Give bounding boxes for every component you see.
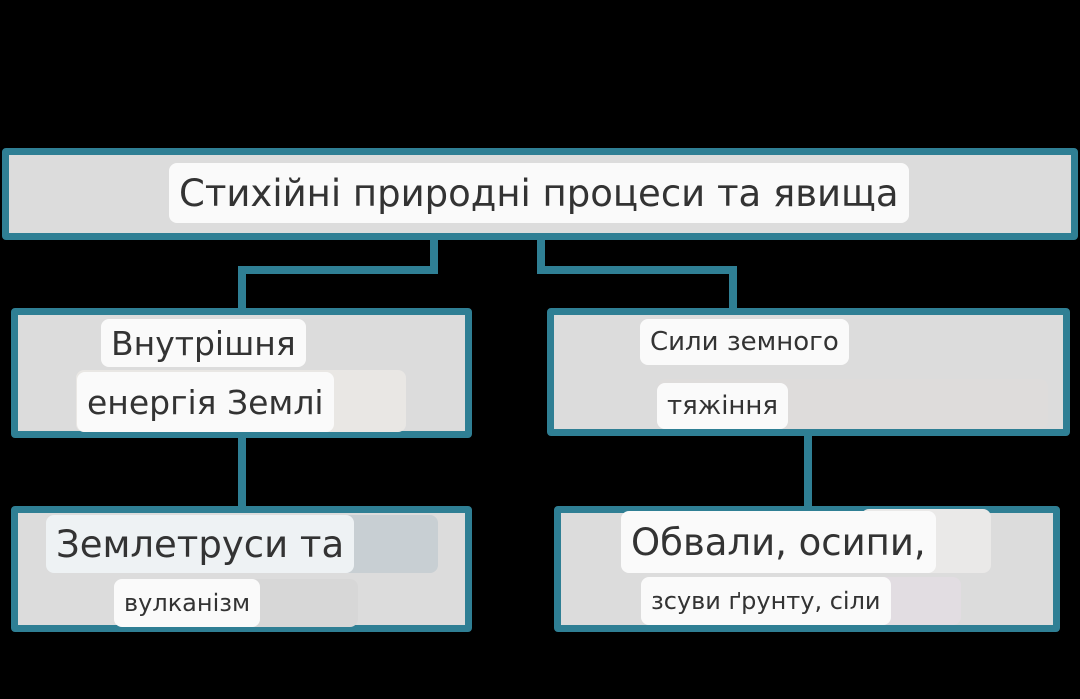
connector-top-left-vertical [430, 238, 438, 272]
connector-top-right-horizontal [537, 266, 737, 274]
left-cause-line2: енергія Землі [77, 372, 334, 432]
connector-top-right-vertical [537, 238, 545, 274]
left-effect-box: Землетруси та вулканізм [11, 506, 472, 632]
connector-right-lower [804, 434, 812, 510]
right-effect-line2: зсуви ґрунту, сіли [641, 577, 891, 625]
connector-left-drop [238, 266, 246, 314]
left-effect-line1: Землетруси та [46, 515, 355, 573]
left-cause-line1: Внутрішня [101, 319, 306, 367]
root-title: Стихійні природні процеси та явища [169, 163, 909, 223]
right-effect-line1: Обвали, осипи, [621, 511, 936, 573]
root-box: Стихійні природні процеси та явища [2, 148, 1078, 240]
connector-top-left-horizontal [238, 266, 438, 274]
left-effect-line2: вулканізм [114, 579, 261, 627]
right-effect-box: Обвали, осипи, зсуви ґрунту, сіли [554, 506, 1060, 632]
connector-right-drop [729, 266, 737, 314]
right-cause-line2: тяжіння [657, 383, 789, 429]
connector-left-lower [238, 434, 246, 510]
right-cause-line1: Сили земного [640, 319, 849, 365]
left-cause-box: Внутрішня енергія Землі [11, 308, 472, 438]
right-cause-box: Сили земного тяжіння [547, 308, 1070, 436]
